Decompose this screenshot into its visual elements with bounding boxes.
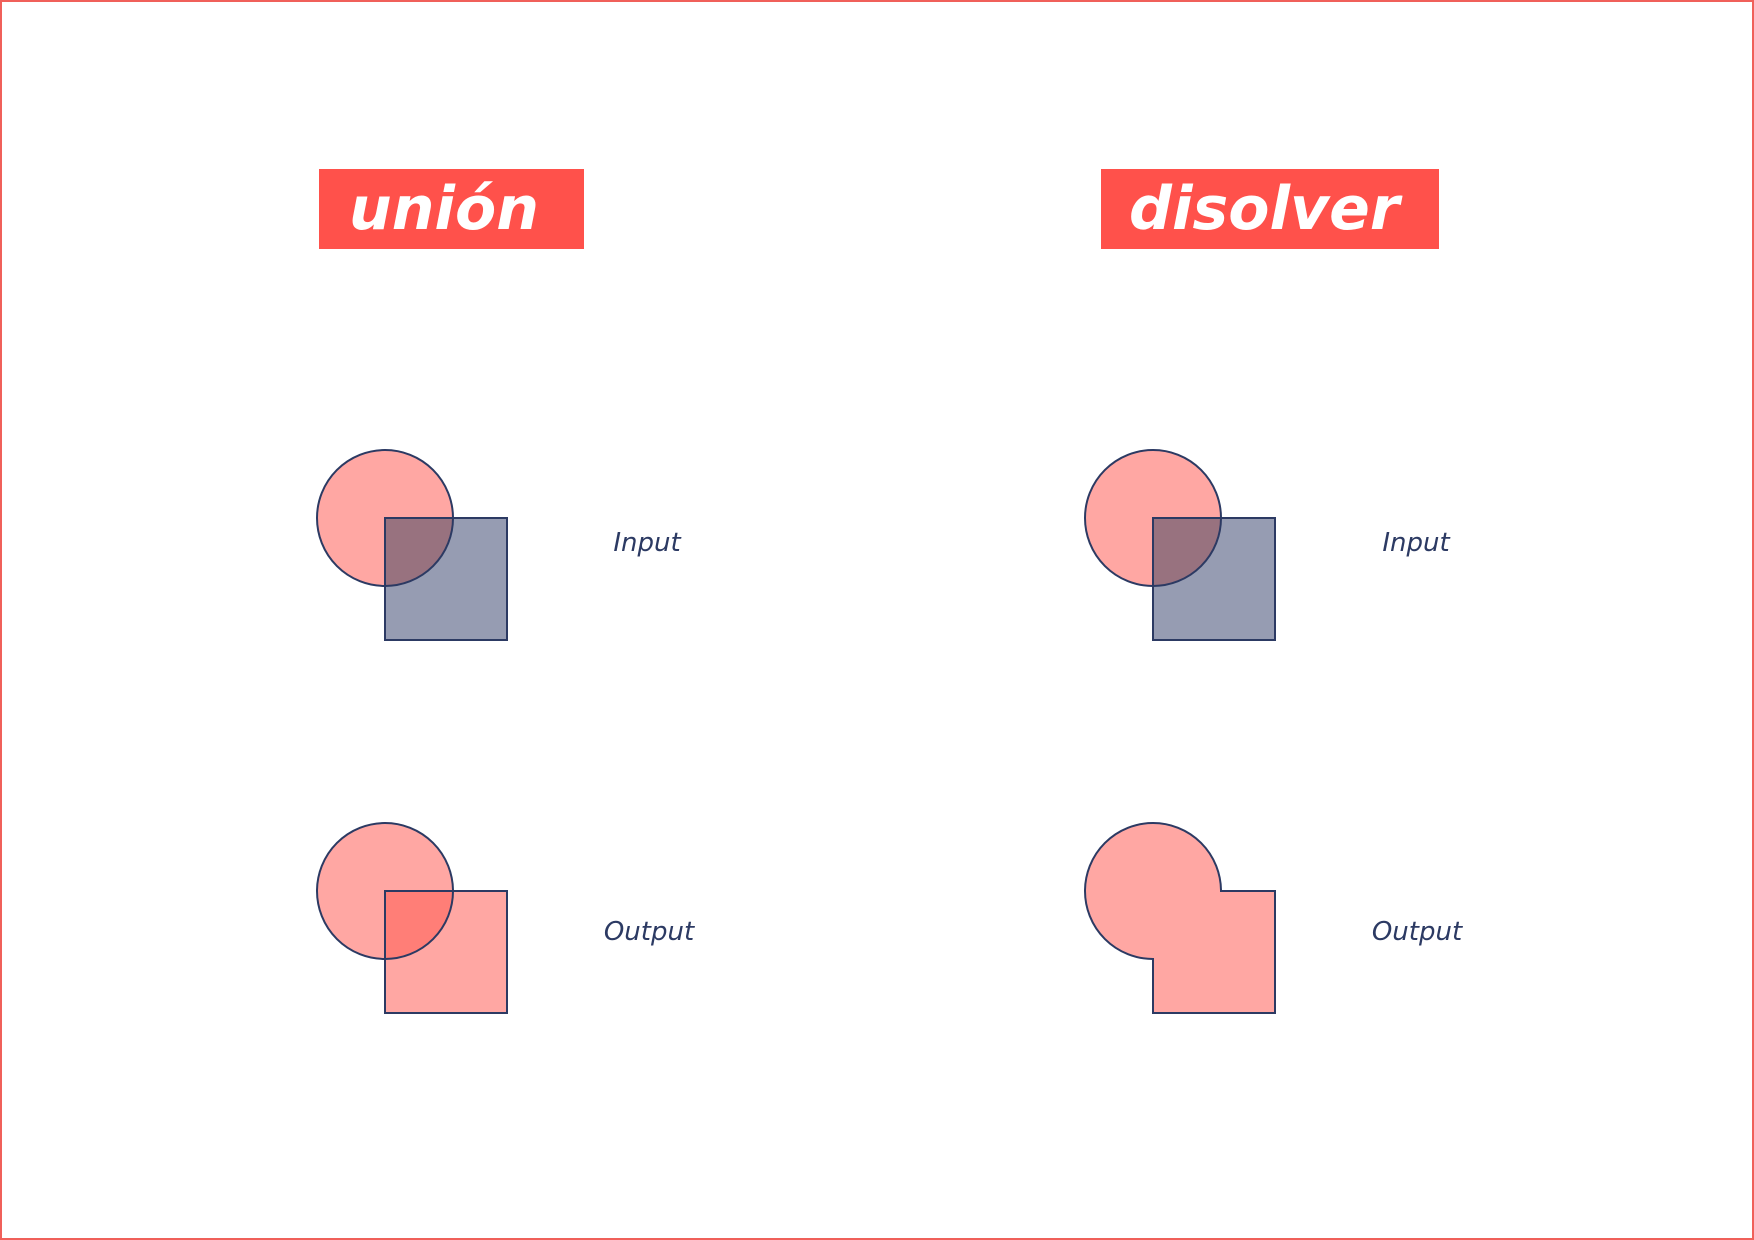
dissolve-input-shapes	[1084, 449, 1276, 641]
union-output-overlap	[385, 891, 453, 959]
union-title: unión	[319, 169, 584, 249]
dissolve-title: disolver	[1101, 169, 1439, 249]
union-output-label: Output	[603, 917, 695, 947]
union-input-overlap	[385, 518, 453, 586]
dissolve-output-merged	[1084, 822, 1276, 1014]
dissolve-output-label: Output	[1371, 917, 1463, 947]
dissolve-input-overlap	[1153, 518, 1221, 586]
union-output-shapes	[316, 822, 508, 1014]
union-input-label: Input	[613, 528, 681, 558]
dissolve-output-shape	[1084, 822, 1276, 1014]
dissolve-input-label: Input	[1382, 528, 1450, 558]
union-input-shapes	[316, 449, 508, 641]
